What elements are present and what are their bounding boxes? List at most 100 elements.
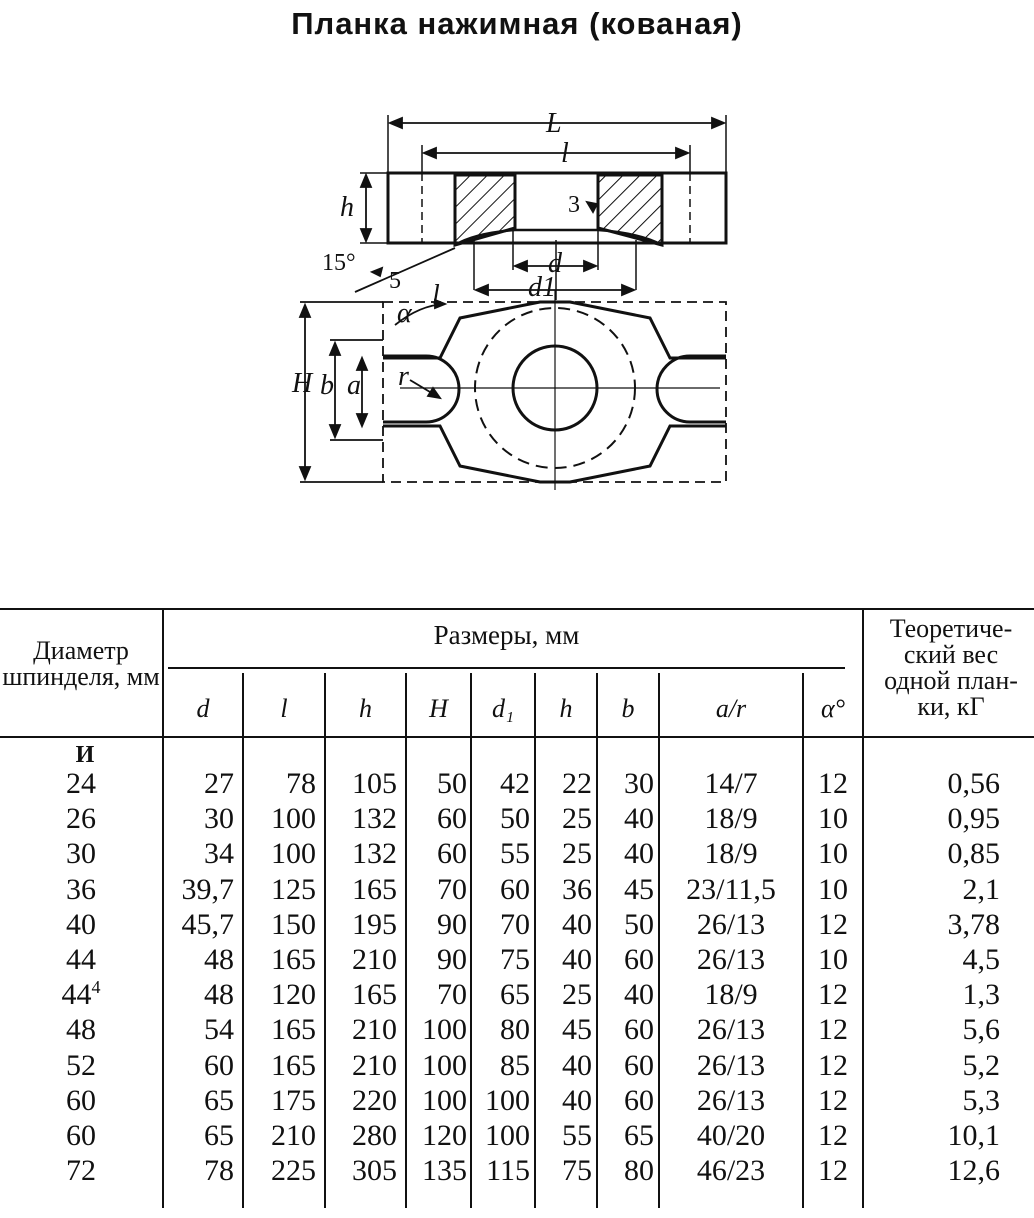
table-cell: 10	[818, 872, 848, 906]
table-cell: 305	[352, 1154, 397, 1188]
table-cell: 280	[352, 1119, 397, 1152]
col-divider	[405, 673, 407, 1208]
table-cell: 40	[624, 978, 654, 1012]
table-cell: 100	[485, 1119, 530, 1152]
table-cell: 48	[204, 978, 234, 1012]
colhead-alpha: α°	[820, 694, 846, 723]
table-cell: 46/23	[696, 1154, 766, 1188]
cell-weight: 1,3	[962, 978, 1001, 1012]
col-divider	[534, 673, 536, 1208]
cell-diameter: 44	[0, 942, 162, 977]
subheader-rule	[168, 667, 845, 669]
diameter-value: 40	[66, 907, 96, 941]
table-cell: 27	[204, 767, 234, 800]
table-cell: 60	[624, 1048, 654, 1082]
table-cell: 150	[271, 907, 316, 941]
table-cell: 50	[437, 767, 467, 800]
label-l-plan: l	[432, 280, 440, 311]
table-cell: 18/9	[704, 802, 758, 836]
table-cell: 55	[562, 1119, 592, 1152]
table-cell: 175	[271, 1083, 316, 1117]
label-d: d	[548, 248, 563, 279]
table-cell: 12	[818, 1048, 848, 1082]
table-cell: 225	[271, 1154, 316, 1188]
table-cell: 25	[562, 837, 592, 871]
table-cell: 100	[422, 1083, 467, 1117]
table-cell: 80	[500, 1013, 530, 1047]
table-cell: 210	[352, 943, 397, 976]
cell-diameter: 444	[0, 977, 162, 1012]
cell-diameter: 24	[0, 766, 162, 801]
table-cell: 60	[624, 1013, 654, 1047]
table-cell: 45,7	[181, 907, 235, 941]
label-H: H	[291, 368, 314, 399]
table-cell: 220	[352, 1083, 397, 1117]
table-cell: 90	[437, 943, 467, 976]
label-L: L	[545, 108, 562, 139]
row-marker: И	[75, 742, 95, 768]
table-cell: 10	[818, 837, 848, 871]
cell-diameter: 30	[0, 836, 162, 871]
cell-diameter: 36	[0, 872, 162, 907]
table-cell: 40	[562, 907, 592, 941]
cell-weight: 0,95	[947, 802, 1001, 836]
cell-diameter: 60	[0, 1083, 162, 1118]
table-cell: 70	[437, 872, 467, 906]
table-cell: 12	[818, 1013, 848, 1047]
col-divider	[862, 608, 864, 1208]
col-divider	[242, 673, 244, 1208]
table-cell: 26/13	[696, 943, 766, 976]
cell-weight: 5,3	[962, 1083, 1001, 1117]
table-cell: 45	[562, 1013, 592, 1047]
diameter-value: 60	[66, 1083, 96, 1117]
table-cell: 90	[437, 907, 467, 941]
colhead-d1: d₁	[491, 694, 515, 723]
header-weight: Теоретиче-ский вес одной план-ки, кГ	[884, 614, 1018, 721]
table-cell: 48	[204, 943, 234, 976]
table-cell: 100	[271, 837, 316, 871]
cell-diameter: 26	[0, 801, 162, 836]
diameter-value: 44	[61, 978, 92, 1012]
table-cell: 195	[352, 907, 397, 941]
table-cell: 60	[437, 802, 467, 836]
table-cell: 34	[204, 837, 234, 871]
table-cell: 23/11,5	[686, 872, 776, 906]
table-cell: 30	[204, 802, 234, 836]
table-cell: 210	[352, 1013, 397, 1047]
table-cell: 120	[271, 978, 316, 1012]
cell-weight: 5,2	[962, 1048, 1001, 1082]
table-cell: 60	[437, 837, 467, 871]
col-divider	[802, 673, 804, 1208]
cell-weight: 0,85	[947, 837, 1001, 871]
table-cell: 100	[485, 1083, 530, 1117]
label-b: b	[320, 370, 334, 401]
table-cell: 100	[422, 1048, 467, 1082]
table-cell: 22	[562, 767, 592, 800]
header-sizes: Размеры, мм	[433, 620, 580, 650]
colhead-h: h	[359, 694, 372, 723]
table-cell: 165	[352, 872, 397, 906]
label-depth: 3	[568, 192, 580, 218]
table-cell: 132	[352, 837, 397, 871]
table-cell: 40	[624, 802, 654, 836]
plan-view	[382, 290, 727, 490]
table-cell: 12	[818, 1083, 848, 1117]
table-cell: 40	[562, 943, 592, 976]
cell-diameter: 60	[0, 1118, 162, 1153]
cell-weight: 5,6	[962, 1013, 1001, 1047]
section-dimensions	[354, 116, 727, 297]
technical-drawing: L l h 15° 5 3 d d1 H b a r α	[291, 108, 728, 490]
table-cell: 55	[500, 837, 530, 871]
cell-weight: 0,56	[947, 767, 1001, 800]
col-divider	[324, 673, 326, 1208]
plan-dimensions	[298, 298, 448, 483]
table-cell: 125	[271, 872, 316, 906]
table-cell: 40	[624, 837, 654, 871]
diameter-value: 72	[66, 1154, 96, 1188]
table-cell: 135	[422, 1154, 467, 1188]
page-title: Планка нажимная (кованая)	[291, 6, 743, 41]
dimensions-table: Диаметр шпинделя, мм Размеры, мм Теорети…	[0, 608, 1034, 1218]
table-cell: 18/9	[704, 978, 758, 1012]
table-cell: 60	[624, 943, 654, 976]
colhead-h2: h	[559, 694, 573, 723]
